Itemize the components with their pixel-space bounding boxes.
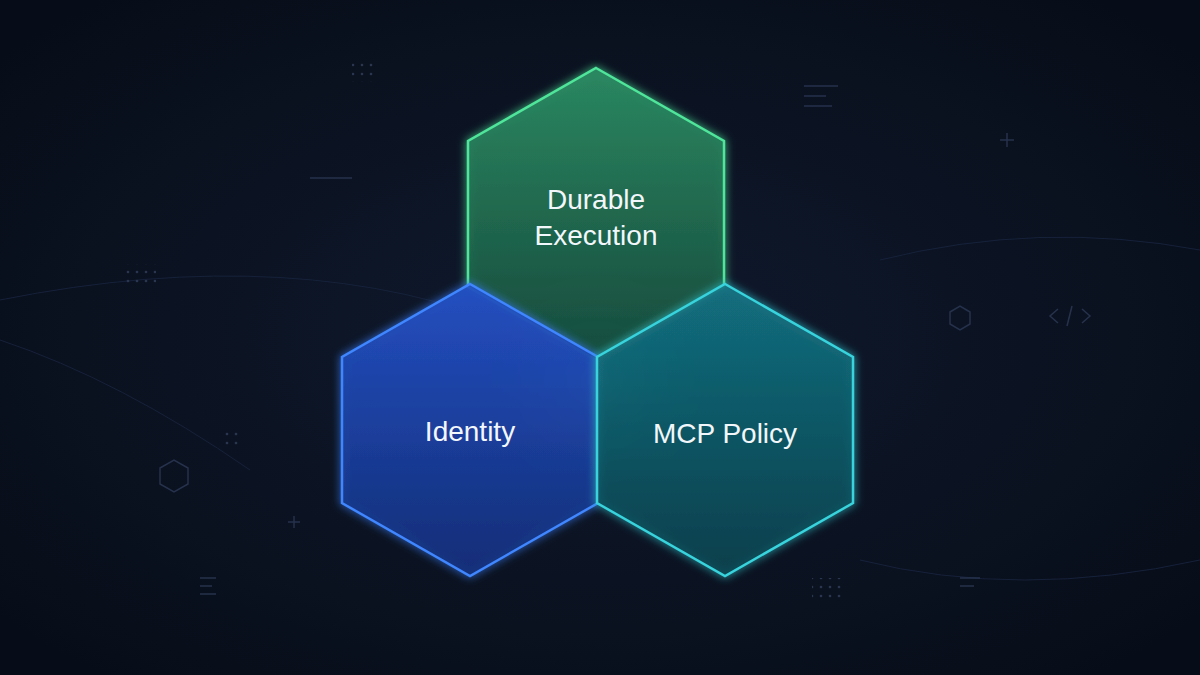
hexagon-node: Identity [342,284,598,576]
dot-grid [352,60,374,82]
node-label: Durable Execution [496,182,696,254]
node-label: Identity [425,414,515,450]
hexagon-node: MCP Policy [597,284,853,576]
dot-grid [812,578,842,600]
hexagon-shape [597,284,853,576]
node-label: MCP Policy [653,416,797,452]
dot-grid [220,428,242,450]
dot-grid [126,264,156,286]
hexagon-shape [342,284,598,576]
